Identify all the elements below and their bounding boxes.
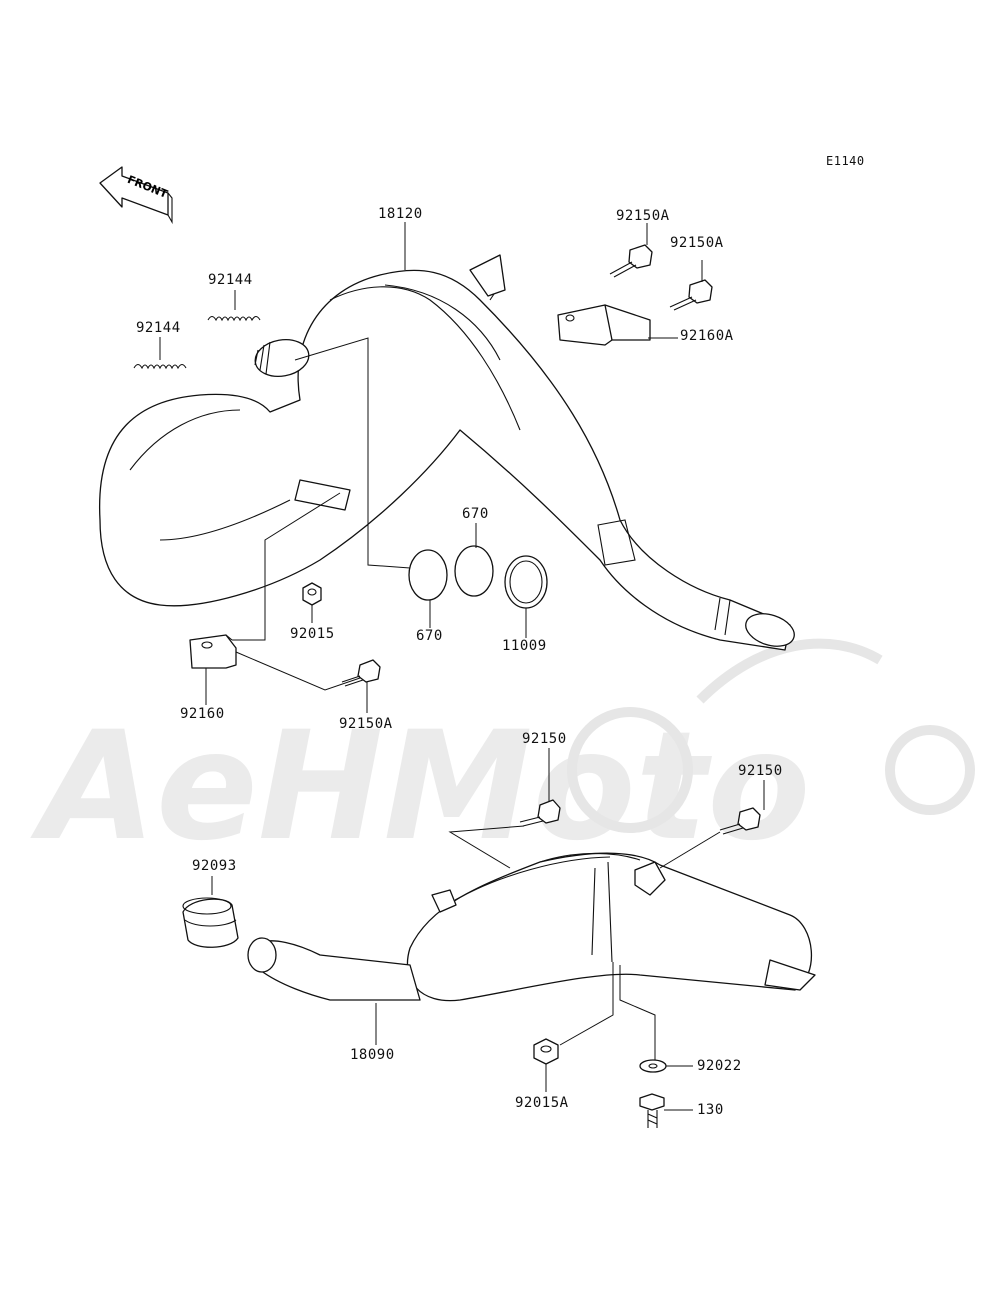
bolt-130 <box>639 1093 665 1128</box>
muffler-end-cap <box>764 959 816 991</box>
label-670-bottom: 670 <box>416 628 443 644</box>
washer-92022 <box>639 1059 667 1073</box>
front-direction-arrow: FRONT <box>99 166 173 225</box>
nut-92015 <box>302 582 322 606</box>
o-ring-670-left <box>408 549 448 601</box>
chamber-outlet-pipe <box>745 613 795 647</box>
bolt-92150A-upper-left <box>609 244 653 278</box>
bolt-92150A-upper-right <box>669 279 713 311</box>
muffler-inlet-end <box>247 937 277 973</box>
label-92093: 92093 <box>192 858 237 874</box>
muffler-front-tab <box>431 889 457 913</box>
bracket-92160A <box>557 304 651 346</box>
label-92150A-3: 92150A <box>339 716 393 732</box>
label-92015: 92015 <box>290 626 335 642</box>
spring-92144-lower <box>133 363 187 370</box>
watermark-bike-frame <box>696 638 883 704</box>
label-11009: 11009 <box>502 638 547 654</box>
label-92022: 92022 <box>697 1058 742 1074</box>
bolt-92150-right <box>719 807 761 835</box>
label-92150A-2: 92150A <box>670 235 724 251</box>
label-92160: 92160 <box>180 706 225 722</box>
o-ring-670-right <box>454 545 494 597</box>
watermark-wheel-rear <box>885 725 975 815</box>
label-18120: 18120 <box>378 206 423 222</box>
watermark-wheel-front <box>567 707 693 833</box>
diagram-code: E1140 <box>826 154 865 168</box>
bolt-92150A-lower <box>341 659 381 687</box>
chamber-lower-bracket <box>294 479 351 511</box>
muffler-rear-tab <box>634 861 666 896</box>
label-92150-2: 92150 <box>738 763 783 779</box>
leader-lines <box>159 222 765 1111</box>
spring-92144-upper <box>207 315 261 322</box>
label-92160A: 92160A <box>680 328 734 344</box>
chamber-mount-bracket <box>469 254 506 297</box>
nut-92015A <box>533 1038 559 1065</box>
label-670-top: 670 <box>462 506 489 522</box>
label-18090: 18090 <box>350 1047 395 1063</box>
label-92150-1: 92150 <box>522 731 567 747</box>
label-130: 130 <box>697 1102 724 1118</box>
label-92144-upper: 92144 <box>208 272 253 288</box>
label-92144-lower: 92144 <box>136 320 181 336</box>
label-92015A: 92015A <box>515 1095 569 1111</box>
bolt-92150-upper <box>519 799 561 827</box>
expansion-chamber-18120 <box>99 254 795 651</box>
bracket-92160 <box>189 634 237 669</box>
label-92150A-1: 92150A <box>616 208 670 224</box>
gasket-11009 <box>504 555 548 609</box>
watermark-logo: AeHMoto <box>30 638 975 874</box>
muffler-inlet-pipe <box>254 940 421 1001</box>
muffler-18090 <box>247 852 816 1002</box>
collar-92093 <box>182 897 239 948</box>
